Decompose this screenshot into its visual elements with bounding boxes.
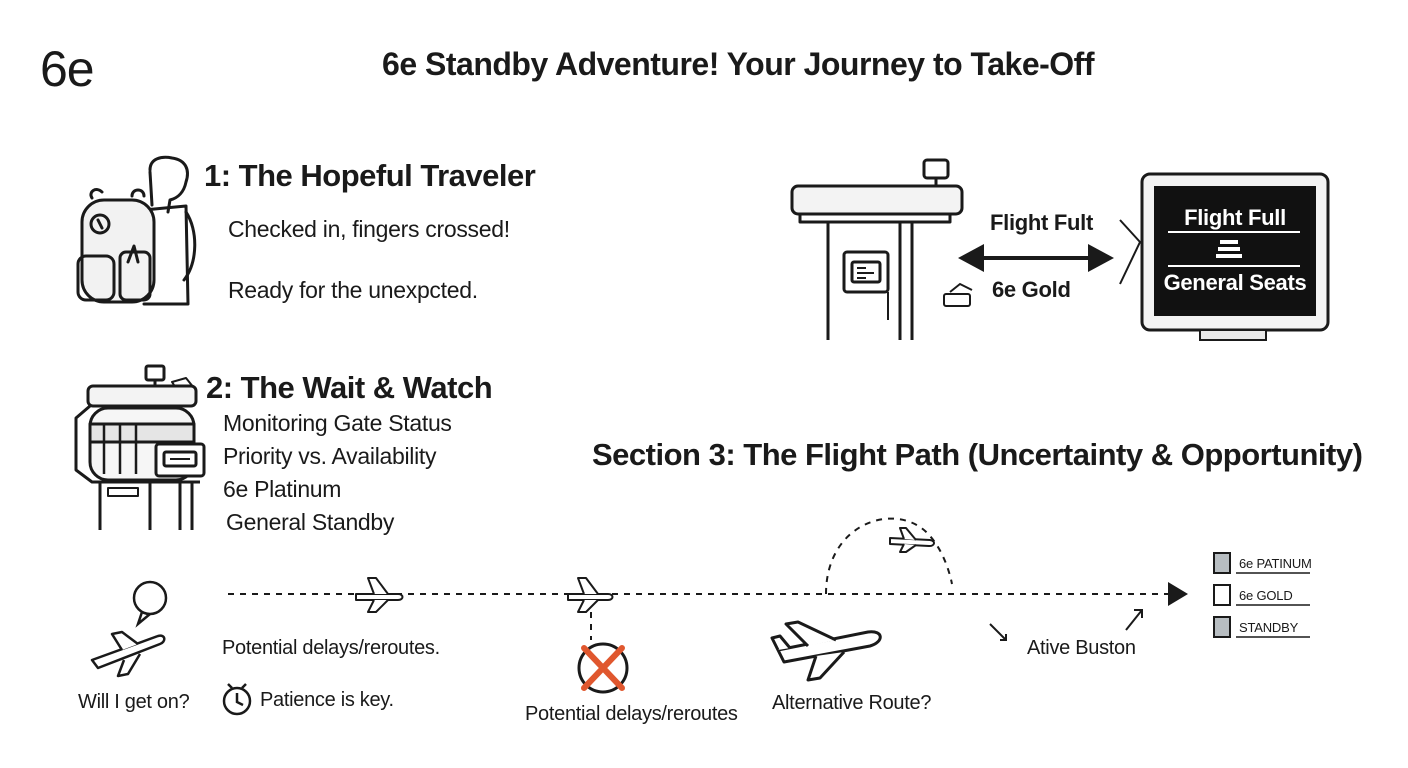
patience-label: Patience is key. xyxy=(260,689,394,711)
takeoff-plane-icon xyxy=(90,630,166,678)
plane-icon-1 xyxy=(355,577,404,613)
bed-icon xyxy=(1216,240,1242,258)
delays-label: Potential delays/reroutes. xyxy=(222,637,440,659)
logo: 6e xyxy=(40,41,95,97)
path-arrowhead xyxy=(1168,582,1188,606)
section1-line1: Checked in, fingers crossed! xyxy=(228,216,510,242)
board-line2: General Seats xyxy=(1163,270,1307,295)
arrow-icons xyxy=(989,609,1143,641)
backpacker-illustration xyxy=(76,155,197,306)
gold-label: 6e Gold xyxy=(992,277,1071,302)
section3-heading: Section 3: The Flight Path (Uncertainty … xyxy=(592,437,1363,472)
page-title: 6e Standby Adventure! Your Journey to Ta… xyxy=(382,46,1094,82)
large-airplane-icon xyxy=(770,620,882,682)
ticket-icon xyxy=(943,282,973,307)
legend-label-1: 6e PATINUM xyxy=(1239,556,1312,571)
legend xyxy=(1213,552,1310,638)
question-bubble-icon xyxy=(132,580,168,628)
plane-icon-2 xyxy=(567,577,614,613)
flight-full-label: Flight Fult xyxy=(990,210,1093,235)
gate-counter-illustration xyxy=(790,158,964,340)
legend-label-3: STANDBY xyxy=(1239,620,1299,635)
alt-route-label: Alternative Route? xyxy=(772,692,932,714)
active-label: Ative Buston xyxy=(1027,637,1136,659)
departure-board xyxy=(1119,172,1330,341)
section2-line2: Priority vs. Availability xyxy=(223,443,437,469)
board-line1: Flight Full xyxy=(1184,205,1286,230)
legend-label-2: 6e GOLD xyxy=(1239,588,1293,603)
section2-line4: General Standby xyxy=(226,509,395,535)
section1-line2: Ready for the unexpcted. xyxy=(228,277,478,303)
plane-icon-3 xyxy=(889,527,935,553)
question-label: Will I get on? xyxy=(78,691,190,713)
section2-line3: 6e Platinum xyxy=(223,476,342,502)
section2-heading: 2: The Wait & Watch xyxy=(206,370,493,405)
cancel-x-icon xyxy=(577,642,629,694)
section1-heading: 1: The Hopeful Traveler xyxy=(204,158,536,193)
clock-icon xyxy=(222,683,252,716)
kiosk-illustration xyxy=(74,364,206,530)
double-arrow xyxy=(958,244,1114,272)
cancel-label: Potential delays/reroutes xyxy=(525,703,738,725)
section2-line1: Monitoring Gate Status xyxy=(223,410,452,436)
